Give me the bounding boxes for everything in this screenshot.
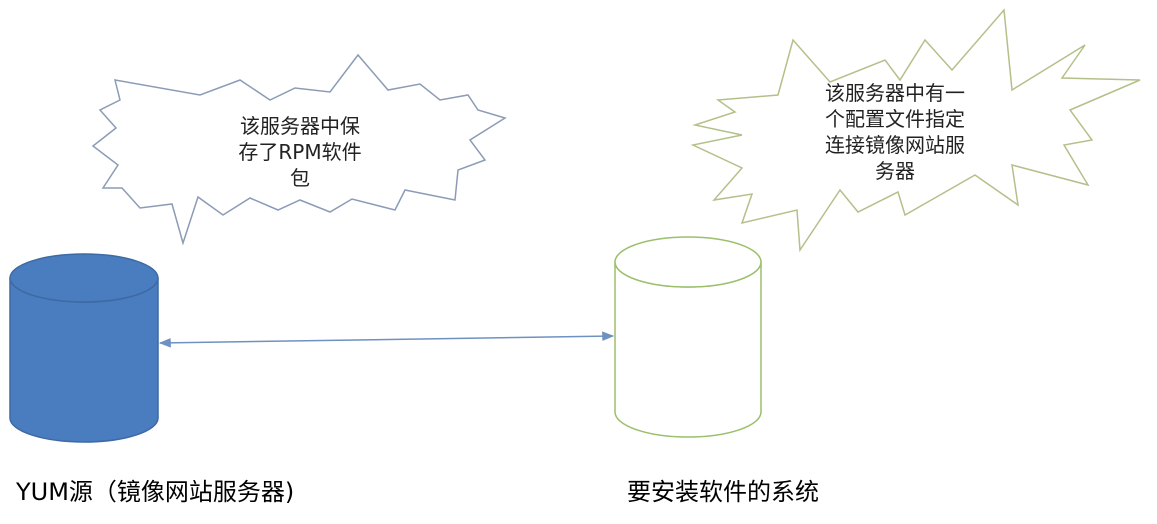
burst-left-text: 该服务器中保 存了RPM软件 包 (205, 113, 395, 191)
yum-source-cylinder (9, 253, 159, 443)
burst-right-line: 务器 (875, 159, 915, 183)
burst-right-shape (690, 8, 1141, 253)
connector-arrow (158, 331, 615, 348)
burst-right-line: 个配置文件指定 (825, 107, 965, 131)
burst-left-shape (91, 53, 507, 246)
yum-source-label: YUM源（镜像网站服务器) (16, 478, 295, 506)
burst-right-line: 该服务器中有一 (825, 81, 965, 105)
burst-right-line: 连接镜像网站服 (825, 133, 965, 157)
burst-left-line: 该服务器中保 (240, 114, 360, 138)
burst-right-text: 该服务器中有一 个配置文件指定 连接镜像网站服 务器 (790, 80, 1000, 184)
burst-left-line: 存了RPM软件 (238, 140, 362, 164)
client-system-cylinder (614, 236, 762, 438)
burst-left-line: 包 (290, 166, 310, 190)
client-system-label: 要安装软件的系统 (627, 478, 819, 506)
